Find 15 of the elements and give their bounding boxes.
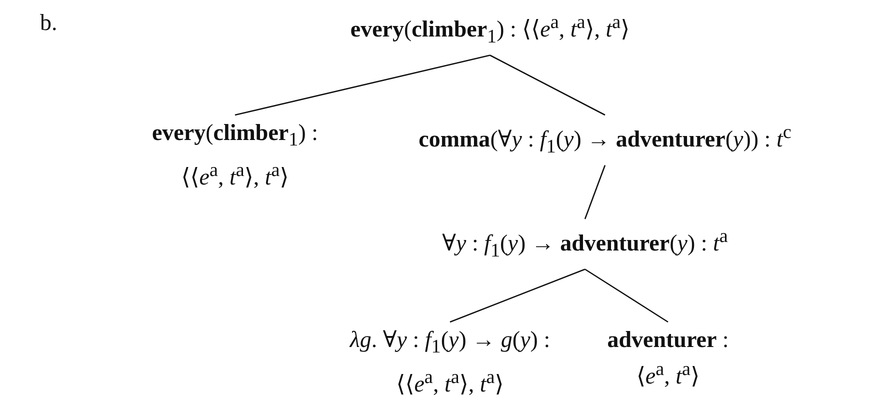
node-label: comma(∀y : f$_{1}$(y) → adventurer(y)) : t$^{c}$ — [418, 118, 792, 162]
term-label: adventurer : — [607, 326, 729, 354]
tree-branch — [450, 268, 586, 323]
type-label: ⟨⟨e$^{a}$, t$^{a}$⟩, t$^{a}$⟩ — [181, 158, 289, 192]
node-label: every(climber$_{1}$) : ⟨⟨e$^{a}$, t$^{a}$⟩, t$^{a}$⟩ — [350, 8, 630, 52]
node-label: ∀y : f$_{1}$(y) → adventurer(y) : t$^{a}$ — [442, 222, 728, 266]
tree-branch — [584, 165, 606, 220]
tree-branch — [490, 54, 606, 116]
type-label: ⟨⟨e$^{a}$, t$^{a}$⟩, t$^{a}$⟩ — [396, 366, 504, 398]
type-label: ⟨e$^{a}$, t$^{a}$⟩ — [636, 358, 700, 391]
tree-branch — [234, 54, 490, 116]
term-label: λg. ∀y : f$_{1}$(y) → g(y) : — [350, 326, 550, 360]
term-label: every(climber$_{1}$) : — [152, 119, 318, 153]
tree-branch — [584, 268, 668, 323]
subfigure-label: b. — [40, 9, 58, 37]
